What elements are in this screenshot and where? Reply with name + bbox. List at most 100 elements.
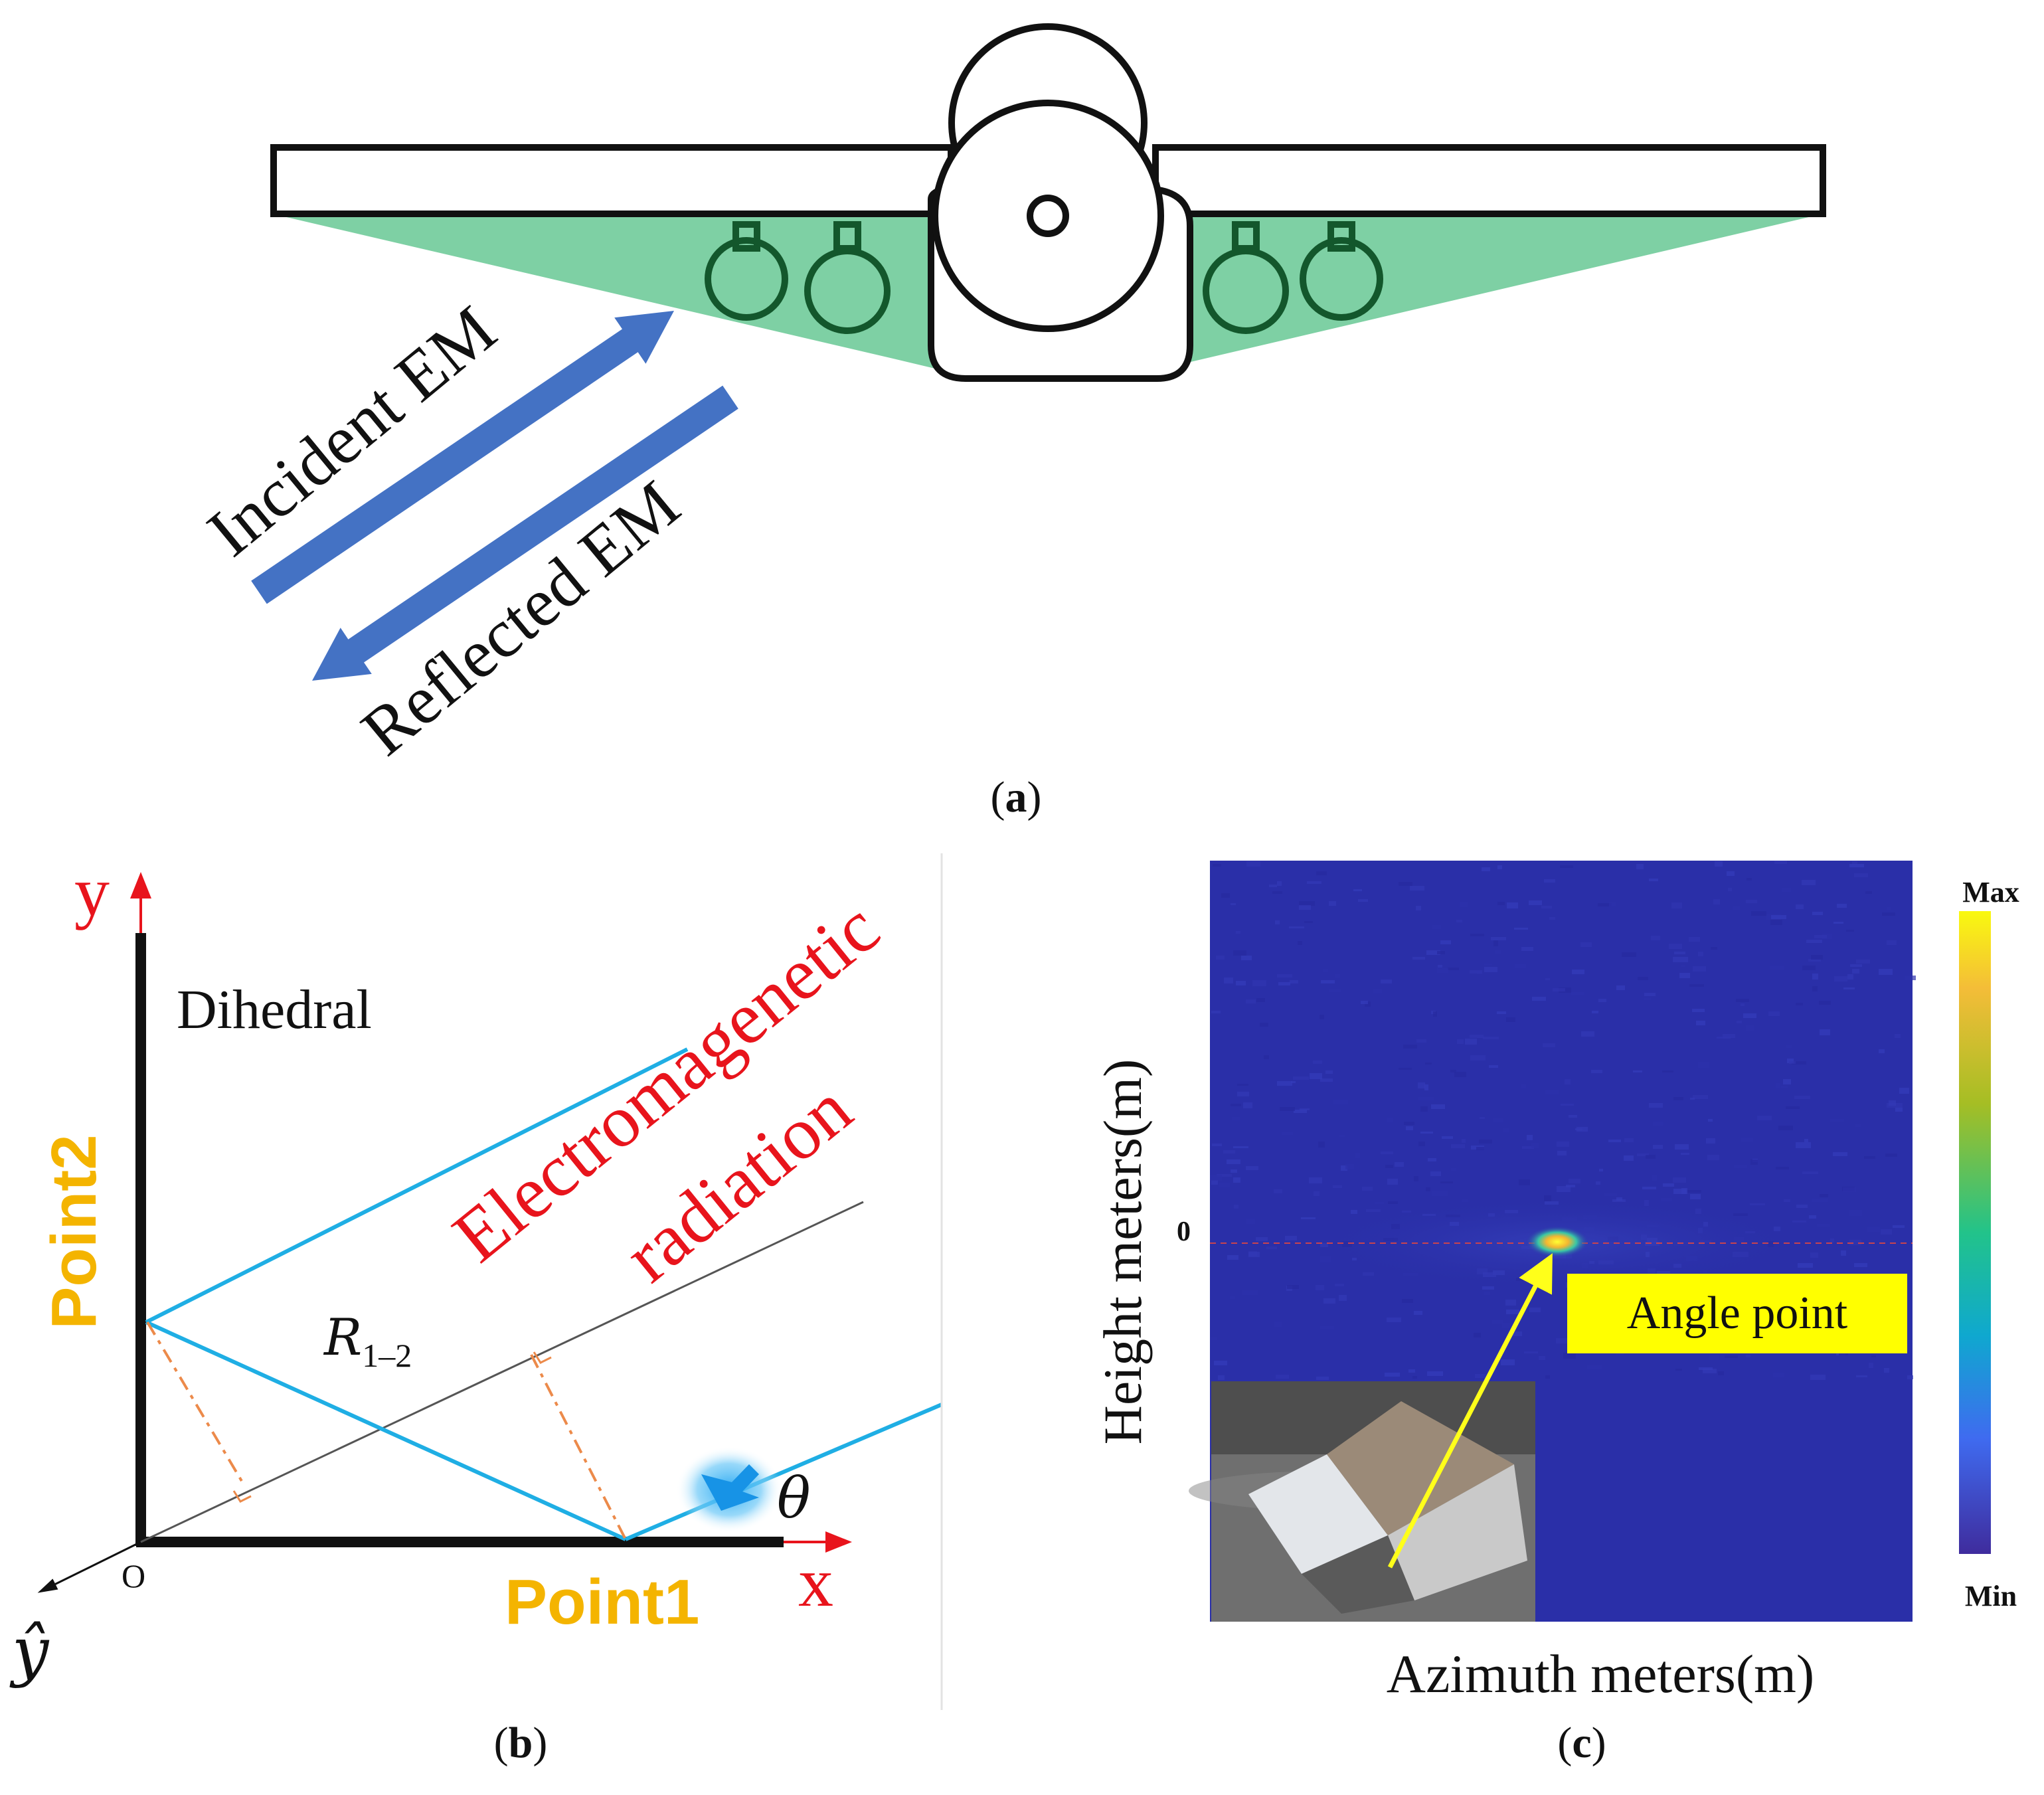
panel-a: Incident EM Reflected EM (a) (193, 23, 1826, 821)
speckle (1746, 1025, 1754, 1031)
speckle (1388, 1201, 1398, 1204)
speckle (1316, 1285, 1324, 1290)
speckle (1553, 988, 1565, 991)
speckle (1426, 1187, 1430, 1191)
speckle (1353, 889, 1362, 891)
speckle (1492, 1320, 1503, 1324)
speckle (1653, 1122, 1663, 1126)
speckle (1385, 1373, 1400, 1377)
speckle (1402, 1299, 1413, 1303)
speckle (1437, 968, 1448, 973)
speckle (1456, 920, 1462, 922)
speckle (1847, 974, 1853, 980)
speckle (1737, 1021, 1742, 1023)
speckle (1563, 1353, 1576, 1359)
speckle (1231, 1169, 1237, 1173)
speckle (1531, 1143, 1539, 1148)
speckle (1387, 1118, 1393, 1122)
speckle (1484, 964, 1492, 966)
speckle (1341, 1165, 1347, 1171)
speckle (1399, 882, 1412, 886)
speckle (1592, 1011, 1598, 1013)
speckle (1373, 989, 1382, 993)
speckle (1420, 1132, 1433, 1134)
speckle (1316, 871, 1327, 875)
speckle (1507, 902, 1518, 908)
wing-bar-left (270, 144, 954, 217)
speckle (1298, 941, 1302, 945)
speckle (1470, 1055, 1486, 1061)
speckle (1432, 1191, 1448, 1196)
speckle (1557, 1142, 1569, 1147)
speckle (1707, 1155, 1719, 1160)
speckle (1545, 978, 1550, 980)
speckle (1843, 1187, 1856, 1192)
angle-point-response (1525, 1226, 1589, 1258)
wing-stores (705, 221, 1383, 334)
speckle (1899, 1088, 1909, 1094)
speckle (1669, 944, 1682, 949)
speckle (1345, 1164, 1354, 1169)
speckle (1219, 1183, 1230, 1187)
y-axis-label: y (74, 853, 110, 930)
speckle (1529, 900, 1542, 905)
speckle (1557, 1186, 1571, 1192)
speckle (1310, 1073, 1322, 1079)
speckle (1830, 1239, 1834, 1242)
speckle (1333, 1185, 1342, 1188)
speckle (1819, 1001, 1831, 1005)
speckle (1412, 957, 1425, 960)
speckle (1218, 1375, 1225, 1380)
speckle (1274, 1189, 1282, 1193)
speckle (1522, 1146, 1534, 1149)
speckle (1907, 1375, 1913, 1379)
speckle (1274, 1322, 1282, 1327)
speckle (1489, 1065, 1498, 1068)
speckle (1812, 1199, 1828, 1202)
speckle (1736, 999, 1749, 1002)
speckle (1470, 934, 1484, 936)
speckle (1264, 1055, 1269, 1059)
speckle (1587, 1365, 1602, 1369)
speckle (1796, 904, 1804, 909)
speckle (1414, 1311, 1422, 1315)
speckle (1493, 940, 1498, 946)
speckle (1849, 1240, 1861, 1245)
speckle (1333, 1100, 1348, 1104)
speckle (1885, 1154, 1897, 1157)
speckle (1231, 1104, 1241, 1106)
speckle (1454, 1072, 1466, 1077)
speckle (1599, 1169, 1603, 1171)
speckle (1854, 873, 1868, 877)
speckle (1404, 1122, 1414, 1125)
speckle (1545, 1375, 1550, 1379)
speckle (1581, 1031, 1594, 1037)
speckle (1808, 959, 1821, 962)
speckle (1814, 935, 1827, 938)
speckle (1543, 1043, 1555, 1047)
speckle (1879, 969, 1893, 975)
speckle (1608, 1140, 1621, 1142)
speckle (1690, 1194, 1701, 1199)
speckle (1482, 1286, 1494, 1290)
speckle (1867, 1227, 1880, 1232)
speckle (1426, 950, 1440, 955)
annotation-label: Angle point (1627, 1288, 1848, 1339)
speckle (1475, 1374, 1486, 1378)
speckle (1506, 1017, 1515, 1022)
speckle (1782, 888, 1791, 892)
speckle (1418, 1082, 1425, 1088)
speckle (1571, 992, 1584, 995)
speckle (1746, 900, 1757, 903)
colorbar (1959, 911, 1991, 1554)
speckle (1887, 940, 1897, 945)
speckle (1849, 1210, 1862, 1216)
colorbar-max-label: Max (1962, 876, 2019, 908)
speckle (1609, 902, 1616, 906)
speckle (1692, 1009, 1705, 1012)
speckle (1506, 1310, 1519, 1314)
speckle (1693, 966, 1706, 972)
speckle (1252, 980, 1266, 986)
speckle (1243, 1102, 1252, 1108)
speckle (1387, 1179, 1398, 1185)
